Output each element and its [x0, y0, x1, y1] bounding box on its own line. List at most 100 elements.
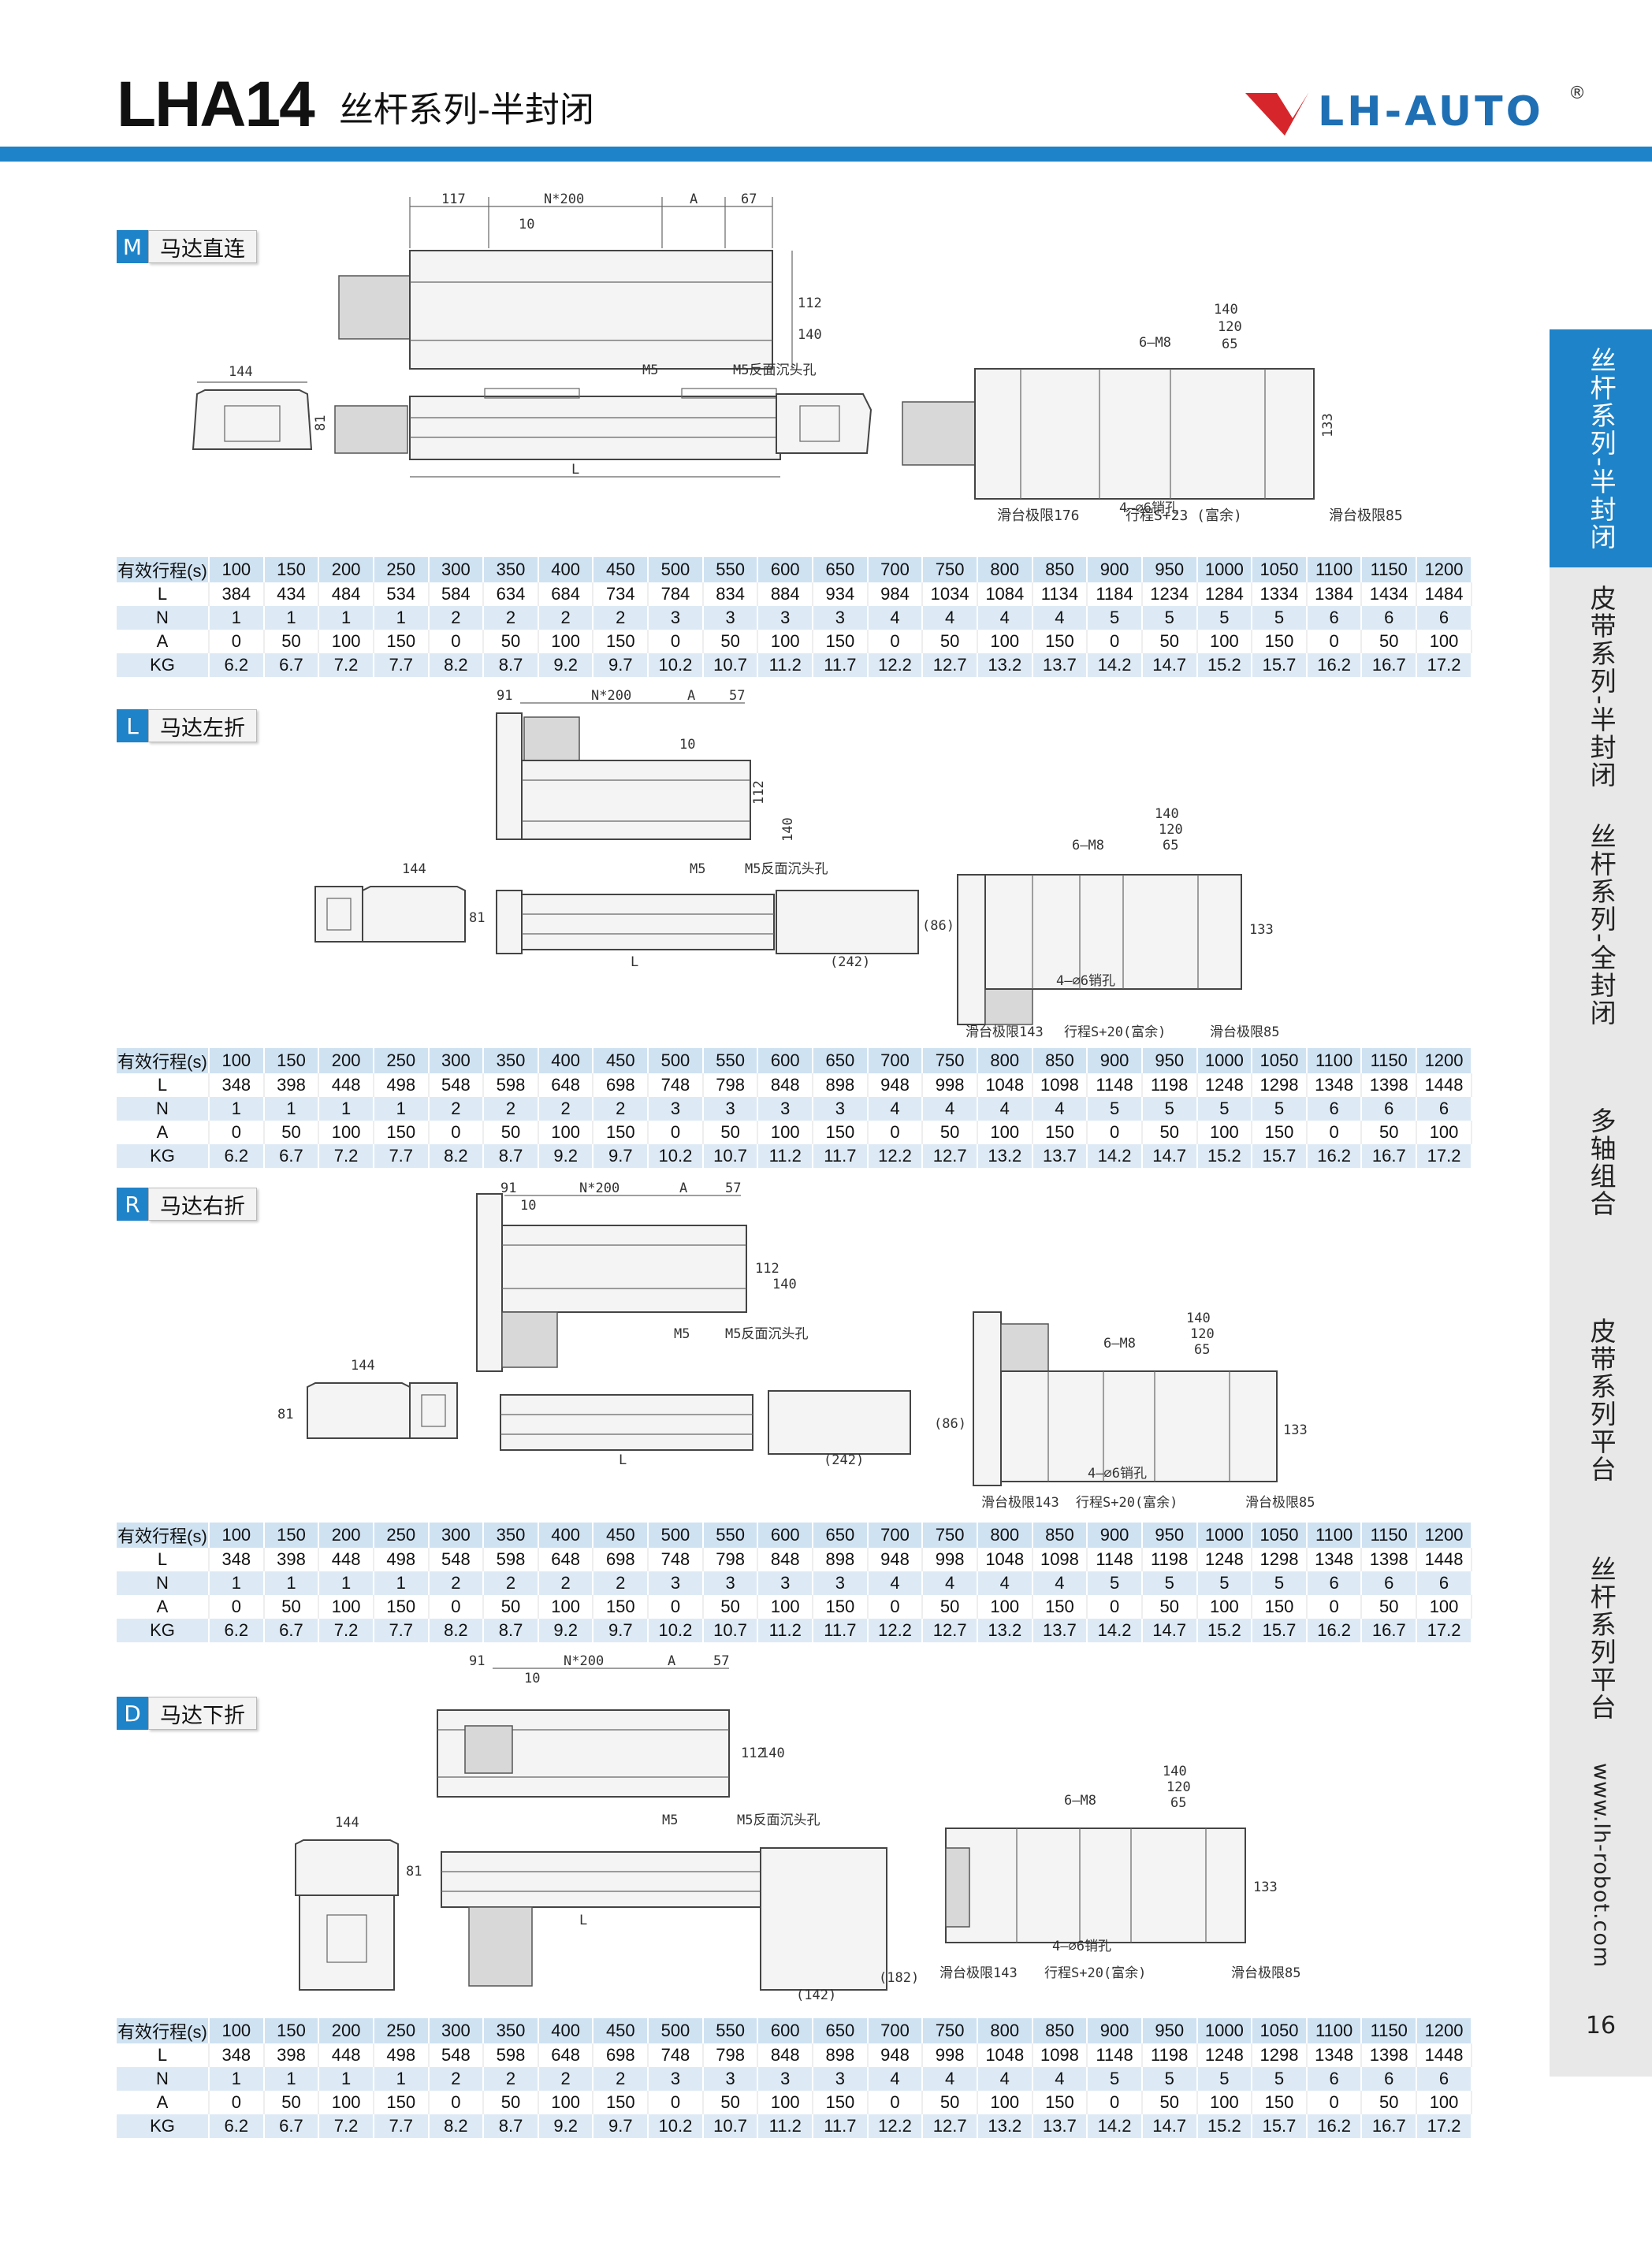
table-cell: 500: [648, 557, 704, 582]
table-cell: 3: [757, 1571, 814, 1595]
table-cell: 50: [922, 630, 978, 653]
table-cell: 12.2: [867, 1619, 924, 1642]
table-cell: 2: [538, 2067, 594, 2091]
table-cell: 6: [1361, 2067, 1418, 2091]
row-header: L: [117, 2043, 210, 2067]
label-limit-85-r: 滑台极限85: [1245, 1495, 1315, 1511]
table-cell: 400: [538, 1523, 594, 1548]
tab-screw-fully-closed[interactable]: 丝杆系列-全封闭: [1550, 805, 1652, 1046]
table-cell: 1150: [1361, 557, 1418, 582]
table-cell: 100: [1416, 1121, 1472, 1144]
table-cell: 5: [1141, 606, 1198, 630]
table-cell: 11.2: [757, 1144, 814, 1168]
table-cell: 648: [538, 2043, 594, 2067]
table-cell: 16.2: [1306, 2114, 1363, 2138]
table-cell: 100: [318, 630, 374, 653]
table-cell: 15.2: [1196, 2114, 1253, 2138]
table-cell: 1100: [1306, 1523, 1363, 1548]
table-cell: 6: [1361, 1571, 1418, 1595]
table-cell: 850: [1032, 1523, 1088, 1548]
table-cell: 100: [538, 2091, 594, 2114]
table-cell: 1: [263, 606, 320, 630]
table-cell: 1000: [1196, 557, 1253, 582]
table-cell: 4: [1032, 2067, 1088, 2091]
section-label-m: M 马达直连: [117, 230, 257, 263]
table-cell: 50: [483, 2091, 539, 2114]
table-cell: 100: [757, 630, 814, 653]
section-letter: D: [117, 1697, 148, 1730]
dim-81-r: 81: [277, 1407, 293, 1422]
table-cell: 498: [373, 2043, 430, 2067]
table-cell: 50: [1361, 630, 1418, 653]
table-cell: 2: [428, 1571, 485, 1595]
table-cell: 300: [428, 1048, 485, 1073]
website-link[interactable]: www.lh-robot.com: [1550, 1757, 1652, 1976]
table-cell: 300: [428, 557, 485, 582]
table-cell: 998: [922, 1548, 978, 1571]
table-cell: 16.7: [1361, 1619, 1418, 1642]
table-cell: 1: [209, 1571, 265, 1595]
section-letter: R: [117, 1188, 148, 1221]
table-cell: 1384: [1306, 582, 1363, 606]
table-cell: 50: [922, 2091, 978, 2114]
table-cell: 1100: [1306, 1048, 1363, 1073]
table-cell: 11.7: [813, 1619, 869, 1642]
table-cell: 6: [1416, 606, 1472, 630]
label-limit-143-r: 滑台极限143: [981, 1495, 1059, 1511]
table-cell: 700: [867, 557, 924, 582]
row-header: N: [117, 1571, 210, 1595]
dim-133-d: 133: [1253, 1880, 1278, 1895]
table-cell: 800: [977, 1523, 1033, 1548]
tab-screw-platform[interactable]: 丝杆系列平台: [1550, 1519, 1652, 1760]
table-cell: 0: [209, 630, 265, 653]
table-cell: 50: [263, 2091, 320, 2114]
dim-182-d: (182): [879, 1970, 919, 1986]
label-m5-d: M5: [662, 1813, 678, 1828]
table-cell: 50: [483, 1595, 539, 1619]
table-cell: 800: [977, 2018, 1033, 2043]
table-cell: 16.2: [1306, 1144, 1363, 1168]
drawing-l-carriage-plan: 140 120 65 6—M8 133 4—∅6销孔 滑台极限143 行程S+2…: [957, 806, 1279, 1040]
table-cell: 0: [867, 1595, 924, 1619]
table-cell: 398: [263, 1073, 320, 1097]
section-label-l: L 马达左折: [117, 709, 257, 742]
table-cell: 898: [813, 1073, 869, 1097]
tab-belt-platform[interactable]: 皮带系列平台: [1550, 1281, 1652, 1522]
dim-91-r: 91: [500, 1181, 516, 1196]
table-cell: 1: [318, 2067, 374, 2091]
table-cell: 100: [757, 1595, 814, 1619]
table-cell: 4: [867, 1571, 924, 1595]
table-cell: 150: [263, 1048, 320, 1073]
table-cell: 100: [318, 2091, 374, 2114]
tab-multi-axis[interactable]: 多轴组合: [1550, 1043, 1652, 1284]
tab-belt-semi-closed[interactable]: 皮带系列-半封闭: [1550, 567, 1652, 808]
table-cell: 5: [1087, 2067, 1143, 2091]
dim-140-d: 140: [761, 1746, 785, 1761]
table-cell: 150: [813, 630, 869, 653]
table-cell: 3: [648, 1097, 704, 1121]
table-cell: 17.2: [1416, 1619, 1472, 1642]
table-cell: 548: [428, 1548, 485, 1571]
table-cell: 650: [813, 2018, 869, 2043]
dim-l-l: L: [631, 954, 638, 970]
table-cell: 4: [867, 606, 924, 630]
dim-140-rp: 140: [1186, 1311, 1211, 1326]
table-cell: 50: [922, 1595, 978, 1619]
table-cell: 9.2: [538, 2114, 594, 2138]
dim-117: 117: [441, 191, 466, 207]
tab-screw-semi-closed[interactable]: 丝杆系列-半封闭: [1550, 329, 1652, 570]
row-header: A: [117, 1121, 210, 1144]
table-cell: 300: [428, 2018, 485, 2043]
table-cell: 1150: [1361, 2018, 1418, 2043]
table-cell: 634: [483, 582, 539, 606]
table-cell: 1434: [1361, 582, 1418, 606]
table-cell: 950: [1141, 2018, 1198, 2043]
table-cell: 800: [977, 1048, 1033, 1073]
dim-86-l: (86): [922, 918, 954, 934]
table-cell: 7.7: [373, 2114, 430, 2138]
